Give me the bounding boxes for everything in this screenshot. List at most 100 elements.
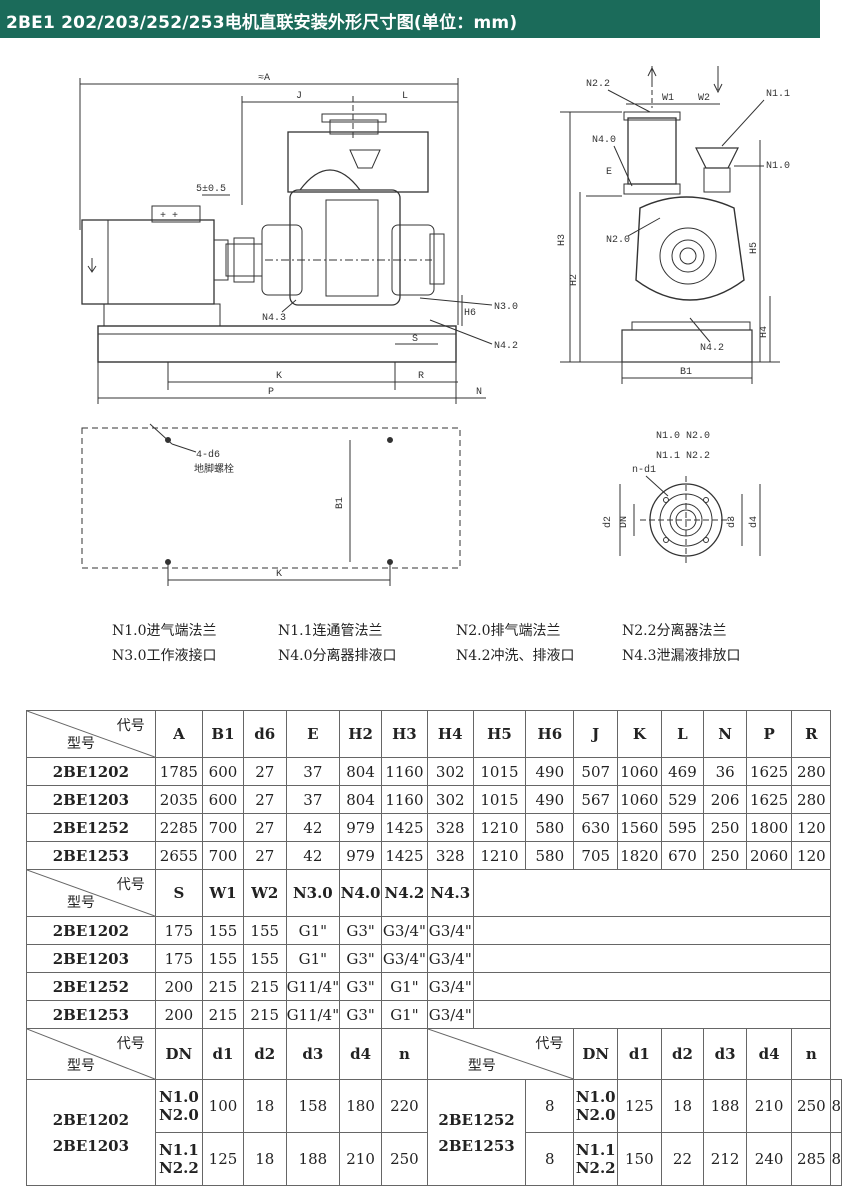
table1-value-cell: 700 — [202, 841, 244, 870]
table1-model-cell: 2BE1202 — [26, 757, 156, 786]
table2-header-cell: S — [154, 869, 204, 917]
table1-value-cell: 804 — [339, 757, 383, 786]
corner-code-label: 代号 — [116, 718, 145, 734]
table1-header-cell: H4 — [426, 710, 474, 758]
table1-value-cell: 27 — [242, 841, 287, 870]
front-view: ≈A J L + + 5±0.5 — [79, 73, 518, 404]
dim-label-tolerance: 5±0.5 — [196, 184, 226, 195]
table2-value-cell: 215 — [202, 1000, 244, 1029]
table1-value-cell: 250 — [703, 813, 747, 842]
table1-header-cell: H3 — [381, 710, 428, 758]
table3-right-port: N1.1 — [575, 1141, 616, 1159]
table3-left-value-cell: 180 — [339, 1079, 383, 1133]
table2-value-cell: G1" — [285, 944, 341, 973]
table2-value-cell: G3/4" — [426, 944, 474, 973]
dim-label-n: N — [476, 387, 482, 398]
corner-model-label: 型号 — [467, 1058, 496, 1074]
table1-header-cell: P — [745, 710, 793, 758]
label-n1-0: N1.0 — [766, 161, 790, 172]
table2-empty-cell — [472, 944, 832, 973]
table2-value-cell: 155 — [242, 944, 287, 973]
table3-left-header-cell: d2 — [242, 1028, 287, 1080]
dim-label-r: R — [418, 371, 424, 382]
table1-value-cell: 595 — [660, 813, 705, 842]
table1-value-cell: 37 — [285, 757, 341, 786]
table3-left-value-cell: 18 — [242, 1079, 287, 1133]
dim-label-e: E — [606, 167, 612, 178]
legend-n1-1: N1.1连通管法兰 — [278, 623, 383, 639]
table2-empty-cell — [472, 869, 832, 917]
table3-right-port: N1.0 — [575, 1088, 616, 1106]
table1-header-cell: J — [573, 710, 619, 758]
table3-right-value-cell: 210 — [745, 1079, 793, 1133]
dim-label-d3: d3 — [726, 516, 738, 528]
table1-value-cell: 280 — [791, 785, 832, 814]
label-n4-2: N4.2 — [494, 341, 518, 352]
legend-n3-0: N3.0工作液接口 — [112, 648, 217, 664]
dim-label-a: ≈A — [258, 73, 270, 84]
table2-value-cell: G3/4" — [426, 916, 474, 945]
table3-right-value-cell: 285 — [791, 1132, 832, 1186]
legend-n4-2: N4.2冲洗、排液口 — [456, 648, 575, 664]
table3-right-header-cell: DN — [573, 1028, 619, 1080]
table3-left-port: N1.1 — [158, 1141, 199, 1159]
table1-value-cell: 1060 — [617, 785, 662, 814]
table3-right-value-cell: 8 — [830, 1132, 842, 1186]
table1-value-cell: 2655 — [154, 841, 204, 870]
table2-value-cell: G3/4" — [426, 972, 474, 1001]
table3-right-value-cell: 22 — [660, 1132, 705, 1186]
table2-header-cell: N4.0 — [339, 869, 383, 917]
label-4-d6: 4-d6 — [196, 449, 220, 461]
title-bar: 2BE1 202/203/252/253电机直联安装外形尺寸图(单位：mm) — [0, 0, 820, 38]
label-n4-0: N4.0 — [592, 135, 616, 146]
table3-right-value-cell: 125 — [617, 1079, 662, 1133]
dim-label-j: J — [296, 91, 302, 102]
table2-value-cell: 215 — [242, 1000, 287, 1029]
table2-empty-cell — [472, 972, 832, 1001]
table2-value-cell: 155 — [242, 916, 287, 945]
table2-header-cell: N4.2 — [381, 869, 428, 917]
table1-value-cell: 1210 — [472, 841, 527, 870]
table1-value-cell: 42 — [285, 813, 341, 842]
table1-value-cell: 120 — [791, 813, 832, 842]
table3-left-value-cell: 158 — [285, 1079, 341, 1133]
table3-left-value-cell: 8 — [525, 1079, 575, 1133]
table1-header-cell: E — [285, 710, 341, 758]
legend-n4-3: N4.3泄漏液排放口 — [622, 648, 741, 664]
table1-value-cell: 120 — [791, 841, 832, 870]
table1-value-cell: 1160 — [381, 757, 428, 786]
table3-left-port: N2.2 — [158, 1159, 199, 1177]
table1-value-cell: 1625 — [745, 757, 793, 786]
table3-left-value-cell: 8 — [525, 1132, 575, 1186]
table1-value-cell: 36 — [703, 757, 747, 786]
table3-right-header-cell: d4 — [745, 1028, 793, 1080]
dim-label-w2: W2 — [698, 93, 710, 104]
table3-right-model: 2BE1252 — [438, 1110, 515, 1129]
table2-value-cell: 155 — [202, 916, 244, 945]
corner-header-cell: 代号型号 — [426, 1028, 575, 1080]
table3-right-value-cell: 188 — [703, 1079, 747, 1133]
table3-right-value-cell: 240 — [745, 1132, 793, 1186]
table1-value-cell: 1210 — [472, 813, 527, 842]
dim-label-h5: H5 — [749, 242, 760, 254]
table1-value-cell: 2060 — [745, 841, 793, 870]
table1-value-cell: 507 — [573, 757, 619, 786]
table2-value-cell: G3" — [339, 944, 383, 973]
table1-header-cell: L — [660, 710, 705, 758]
table1-value-cell: 1060 — [617, 757, 662, 786]
dim-label-l: L — [402, 91, 408, 102]
table1-value-cell: 302 — [426, 785, 474, 814]
table3-left-header-cell: d1 — [202, 1028, 244, 1080]
table1-value-cell: 979 — [339, 813, 383, 842]
table1-value-cell: 979 — [339, 841, 383, 870]
table1-value-cell: 490 — [525, 757, 575, 786]
